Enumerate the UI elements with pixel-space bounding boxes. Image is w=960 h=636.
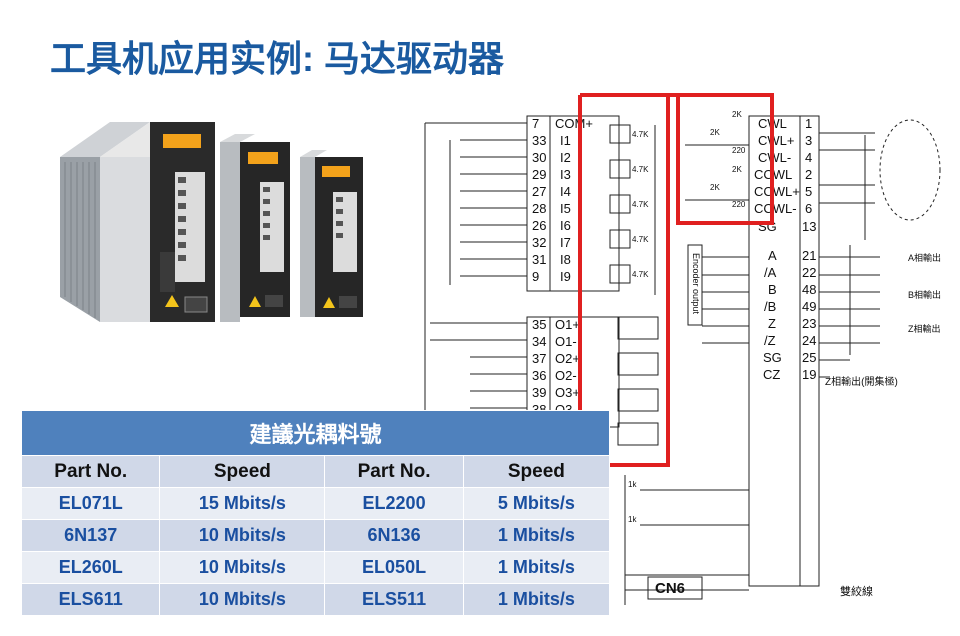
- a-phase-output: A相輸出: [908, 252, 941, 263]
- svg-text:32: 32: [532, 235, 546, 250]
- servo-drive-photo: [60, 122, 363, 322]
- column-header: Part No.: [20, 455, 161, 488]
- table-caption: 建議光耦料號: [21, 410, 610, 456]
- svg-text:1k: 1k: [628, 480, 637, 489]
- svg-text:4.7K: 4.7K: [632, 235, 649, 244]
- svg-text:39: 39: [532, 385, 546, 400]
- svg-text:2K: 2K: [732, 110, 742, 119]
- svg-text:4: 4: [805, 150, 812, 165]
- svg-text:28: 28: [532, 201, 546, 216]
- svg-text:SG: SG: [763, 350, 782, 365]
- svg-text:36: 36: [532, 368, 546, 383]
- svg-text:A: A: [768, 248, 777, 263]
- b-phase-output: B相輸出: [908, 289, 941, 300]
- svg-text:/Z: /Z: [764, 333, 776, 348]
- svg-text:7: 7: [532, 116, 539, 131]
- svg-text:O3+: O3+: [555, 385, 580, 400]
- servo-drive-medium: [220, 134, 290, 322]
- svg-text:25: 25: [802, 350, 816, 365]
- svg-text:35: 35: [532, 317, 546, 332]
- svg-text:2K: 2K: [710, 128, 720, 137]
- svg-text:COM+: COM+: [555, 116, 593, 131]
- encoder-pins: A 21 /A 22 B 48 /B 49 Z 23 /Z 24 SG 25 C…: [763, 248, 816, 382]
- svg-text:CZ: CZ: [763, 367, 780, 382]
- svg-text:2K: 2K: [710, 183, 720, 192]
- svg-text:I3: I3: [560, 167, 571, 182]
- connector-label: CN6: [655, 580, 685, 597]
- svg-text:26: 26: [532, 218, 546, 233]
- svg-text:CCWL-: CCWL-: [754, 201, 797, 216]
- svg-text:/B: /B: [764, 299, 776, 314]
- svg-text:23: 23: [802, 316, 816, 331]
- svg-text:O1+: O1+: [555, 317, 580, 332]
- svg-text:I8: I8: [560, 252, 571, 267]
- svg-text:CWL-: CWL-: [758, 150, 791, 165]
- svg-text:21: 21: [802, 248, 816, 263]
- wiring-schematic: 7 COM+ 33 I1 30 I2 29 I3 27 I4 28 I5 26 …: [424, 93, 941, 605]
- svg-text:B: B: [768, 282, 777, 297]
- svg-text:I7: I7: [560, 235, 571, 250]
- servo-drive-small: [300, 150, 363, 317]
- svg-text:1k: 1k: [628, 515, 637, 524]
- svg-text:5: 5: [805, 184, 812, 199]
- svg-text:I1: I1: [560, 133, 571, 148]
- svg-text:220: 220: [732, 200, 746, 209]
- svg-text:22: 22: [802, 265, 816, 280]
- svg-text:2: 2: [805, 167, 812, 182]
- encoder-output-label: Encoder output: [691, 253, 701, 315]
- svg-text:CCWL+: CCWL+: [754, 184, 800, 199]
- svg-text:1: 1: [805, 116, 812, 131]
- svg-text:I5: I5: [560, 201, 571, 216]
- svg-text:3: 3: [805, 133, 812, 148]
- svg-text:I4: I4: [560, 184, 571, 199]
- svg-text:2K: 2K: [732, 165, 742, 174]
- svg-text:33: 33: [532, 133, 546, 148]
- svg-text:6: 6: [805, 201, 812, 216]
- z-phase-output: Z相輸出: [908, 323, 941, 334]
- svg-text:220: 220: [732, 146, 746, 155]
- svg-text:27: 27: [532, 184, 546, 199]
- svg-text:29: 29: [532, 167, 546, 182]
- optocoupler-table: 建議光耦料號 Part No. Speed Part No. Speed EL0…: [20, 410, 611, 616]
- highlight-frame: [578, 93, 774, 467]
- output-pins: 35 O1+ 34 O1- 37 O2+ 36 O2- 39 O3+ 38 O3…: [532, 317, 580, 417]
- svg-text:O1-: O1-: [555, 334, 577, 349]
- svg-text:37: 37: [532, 351, 546, 366]
- svg-text:9: 9: [532, 269, 539, 284]
- svg-text:19: 19: [802, 367, 816, 382]
- svg-text:O2-: O2-: [555, 368, 577, 383]
- svg-text:I2: I2: [560, 150, 571, 165]
- svg-text:I6: I6: [560, 218, 571, 233]
- pulse-input-pins: CWL 1 CWL+ 3 CWL- 4 CCWL 2 CCWL+ 5 CCWL-…: [754, 116, 816, 234]
- svg-text:4.7K: 4.7K: [632, 270, 649, 279]
- svg-text:31: 31: [532, 252, 546, 267]
- column-header: Speed: [462, 455, 611, 488]
- svg-text:CWL+: CWL+: [758, 133, 794, 148]
- svg-text:/A: /A: [764, 265, 777, 280]
- column-header: Part No.: [324, 455, 464, 488]
- svg-text:I9: I9: [560, 269, 571, 284]
- table-header-row: Part No. Speed Part No. Speed: [20, 455, 611, 488]
- z-phase-open-collector: Z相輸出(開集極): [825, 375, 898, 388]
- page-title: 工具机应用实例: 马达驱动器: [50, 38, 504, 79]
- twisted-pair-legend: 雙絞線: [840, 584, 873, 598]
- svg-text:O2+: O2+: [555, 351, 580, 366]
- input-pins: 7 COM+ 33 I1 30 I2 29 I3 27 I4 28 I5 26 …: [532, 116, 593, 284]
- svg-text:48: 48: [802, 282, 816, 297]
- svg-text:49: 49: [802, 299, 816, 314]
- svg-text:30: 30: [532, 150, 546, 165]
- svg-text:24: 24: [802, 333, 816, 348]
- svg-text:34: 34: [532, 334, 546, 349]
- svg-text:Z: Z: [768, 316, 776, 331]
- column-header: Speed: [159, 455, 326, 488]
- servo-drive-large: [60, 122, 215, 322]
- svg-text:4.7K: 4.7K: [632, 130, 649, 139]
- svg-text:4.7K: 4.7K: [632, 165, 649, 174]
- svg-text:13: 13: [802, 219, 816, 234]
- svg-text:4.7K: 4.7K: [632, 200, 649, 209]
